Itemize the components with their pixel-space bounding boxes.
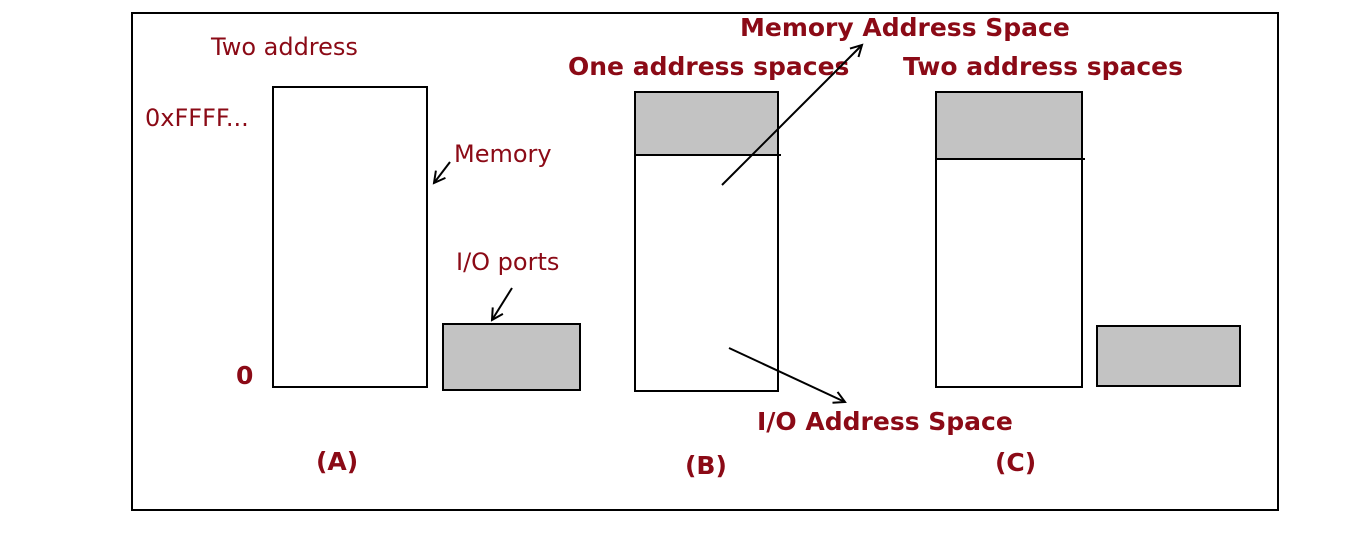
panel-c: Two address spaces (C) — [903, 52, 1241, 477]
memory-space-arrow — [721, 45, 862, 186]
memory-block — [272, 86, 428, 388]
bottom-address-label: 0 — [236, 361, 253, 390]
io-ports-block — [442, 323, 581, 391]
panel-b: One address spaces Memory Address Space … — [568, 13, 1070, 480]
caption-a: (A) — [316, 447, 358, 476]
memory-address-space-label: Memory Address Space — [740, 13, 1070, 42]
panel-a-title: Two address — [210, 33, 358, 61]
io-ports-label: I/O ports — [456, 248, 559, 276]
panel-a: Two address 0xFFFF... 0 Memory I/O ports… — [145, 33, 581, 476]
caption-b: (B) — [685, 451, 727, 480]
shared-io-region — [634, 91, 779, 156]
caption-c: (C) — [995, 448, 1036, 477]
io-ports-arrow — [492, 287, 513, 320]
panel-c-title: Two address spaces — [903, 52, 1183, 81]
separate-io-block — [1096, 325, 1241, 387]
memory-arrow — [434, 161, 451, 183]
memory-label: Memory — [454, 140, 552, 168]
io-address-space-label: I/O Address Space — [757, 407, 1013, 436]
panel-b-title: One address spaces — [568, 52, 849, 81]
top-address-label: 0xFFFF... — [145, 104, 249, 132]
memory-top-region — [935, 91, 1083, 160]
io-space-arrow — [728, 347, 845, 402]
